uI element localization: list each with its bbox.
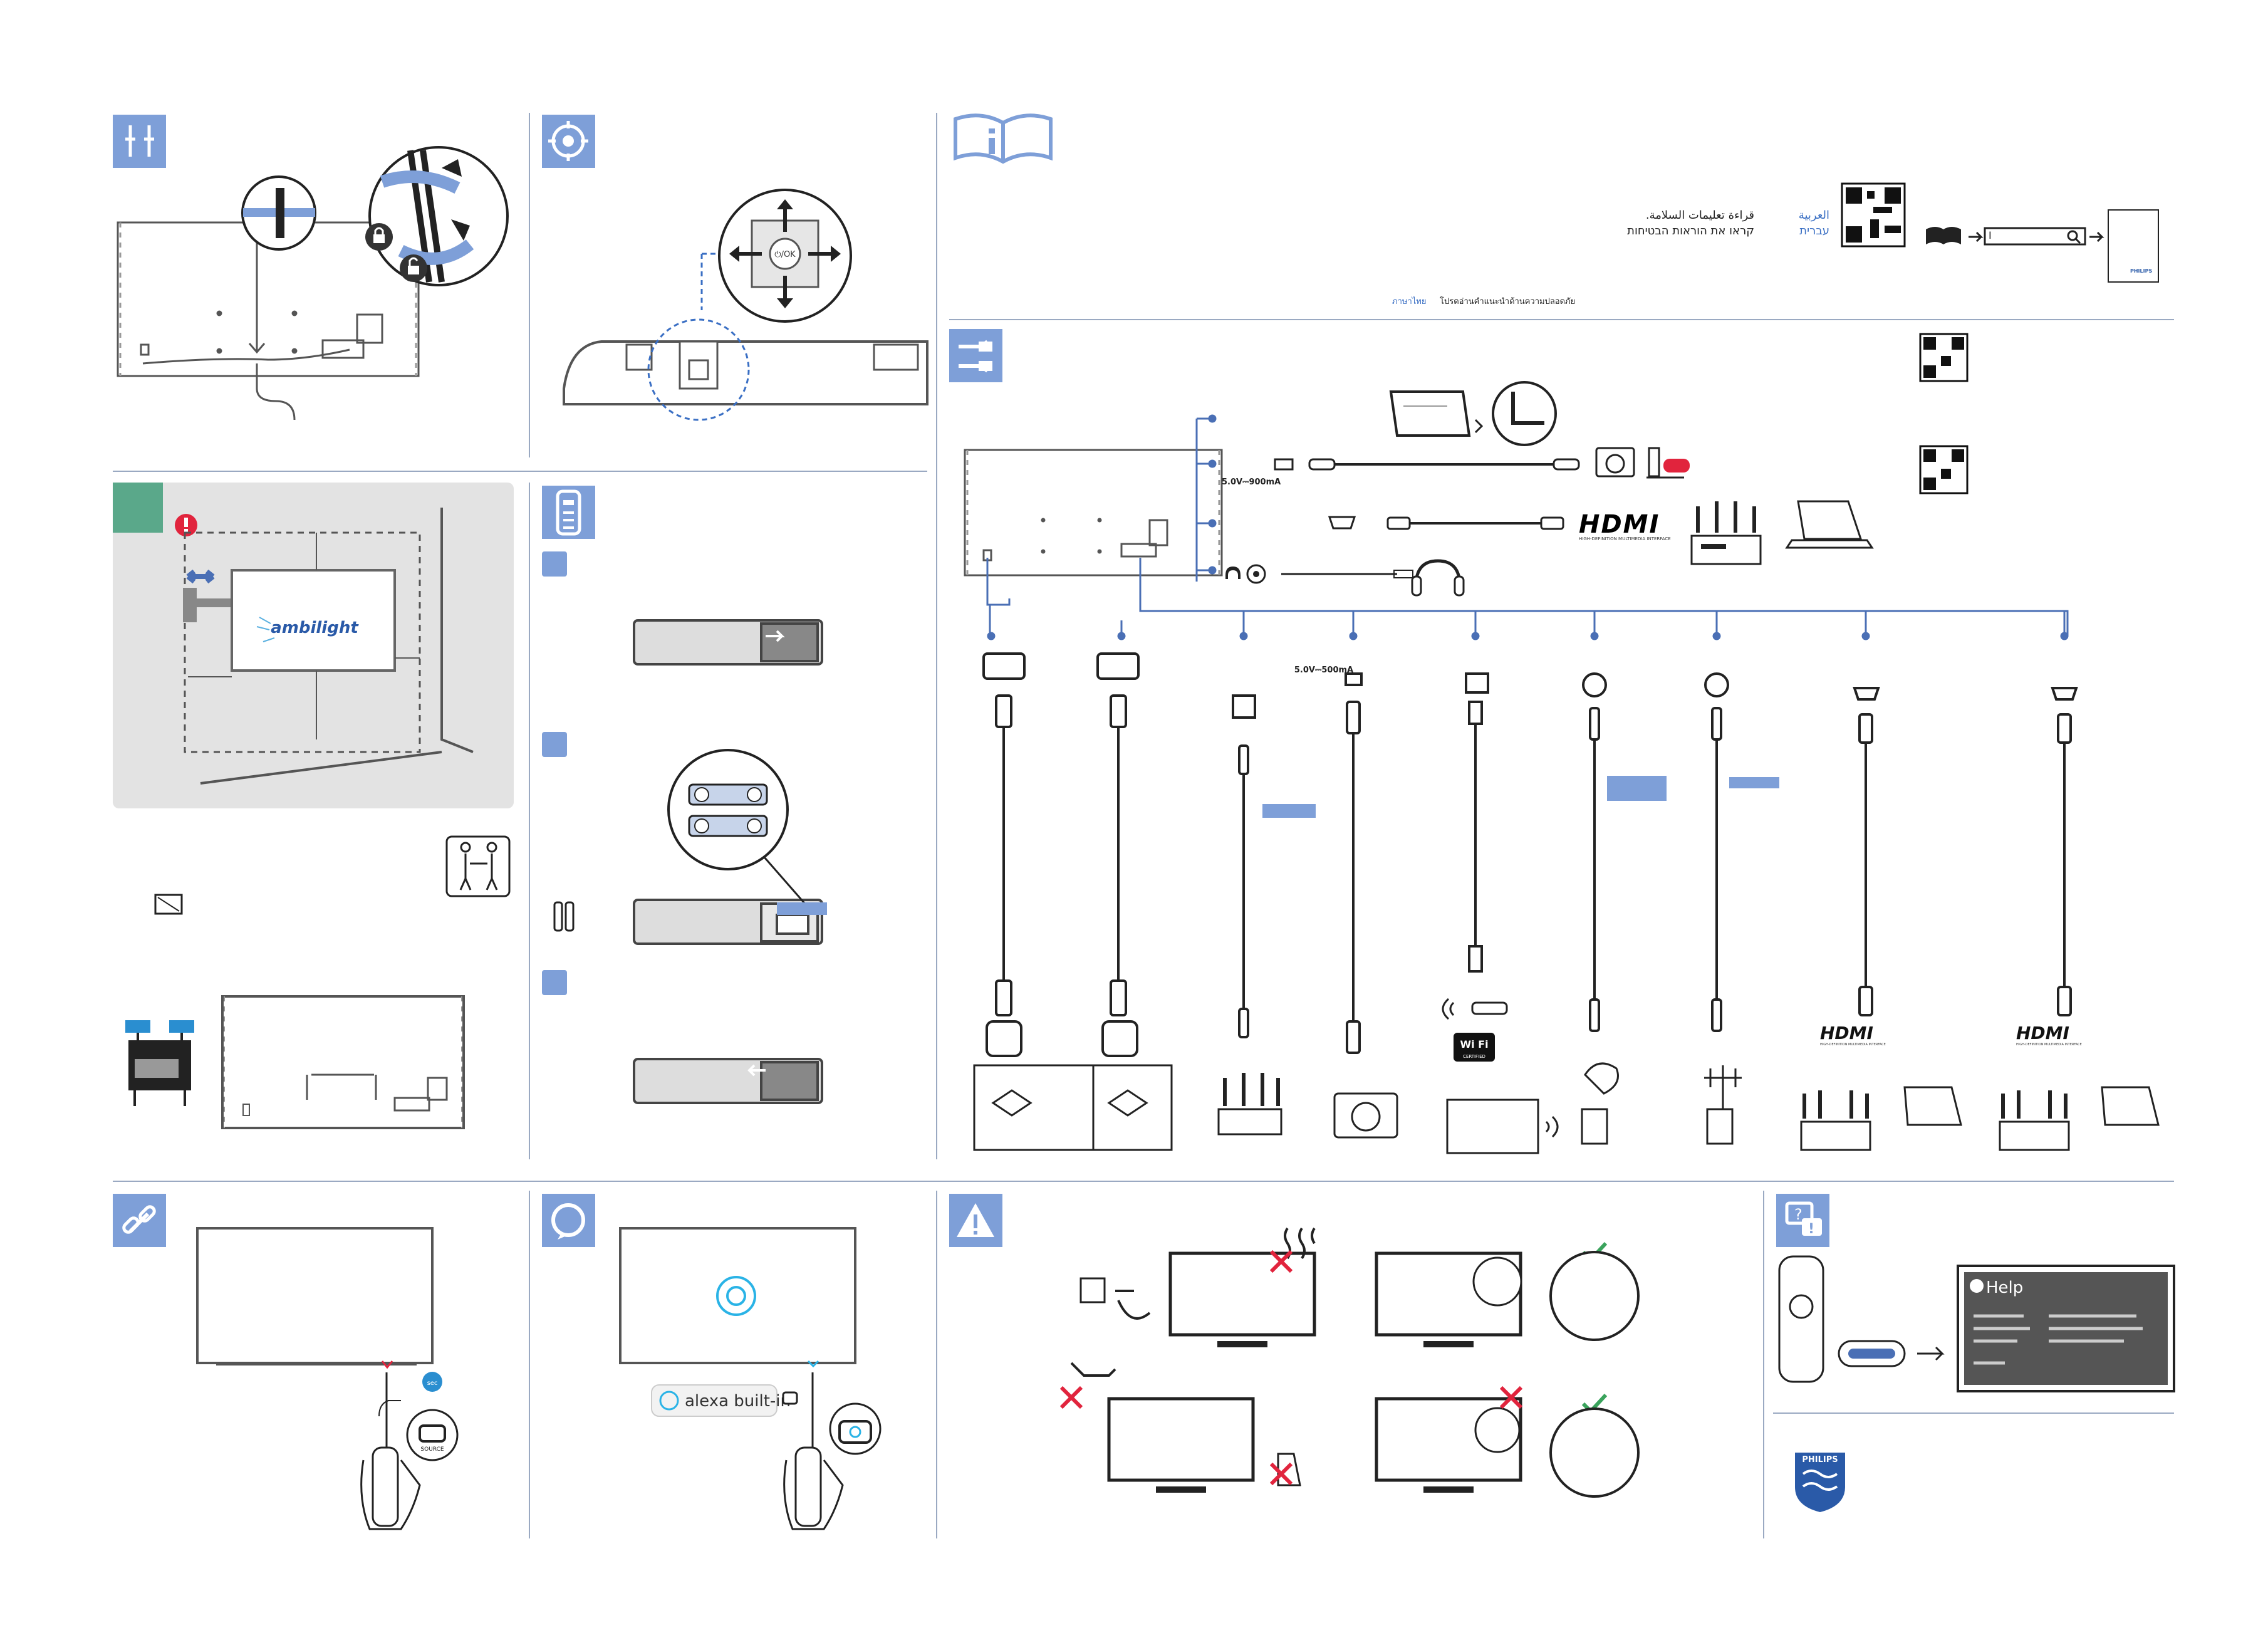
hdmi-logo-2: HDMI: [2016, 1023, 2069, 1043]
headphone-cable: [1225, 559, 1465, 597]
hdmi-tagline-1: HIGH-DEFINITION MULTIMEDIA INTERFACE: [1820, 1043, 1886, 1047]
warning-icon: [949, 1194, 1002, 1247]
wifi-logo: Wi Fi: [1460, 1038, 1488, 1050]
info-book-icon: [954, 113, 1053, 164]
safety-arabic-text: قراءة تعليمات السلامة.: [1645, 209, 1754, 222]
grid-dividers: [113, 113, 2174, 1538]
care-cleaning-diagrams: [1061, 1227, 1640, 1498]
hdmi-logo-top: HDMI: [1579, 510, 1660, 539]
svg-text:!: !: [1808, 1221, 1814, 1237]
lang-thai-link[interactable]: ภาษาไทย: [1392, 297, 1427, 306]
connection-badges: 5.0V⎓500mA 5.0V⎓900mA Wi Fi CERTIFIED HD…: [1222, 478, 2082, 1062]
timer-label: sec: [427, 1380, 438, 1387]
connection-device-row: [973, 998, 2160, 1154]
link-icon: [113, 1194, 166, 1247]
connection-columns: [982, 652, 2078, 1057]
connection-highlight-bars: [1262, 776, 1779, 818]
wifi-certified-label: CERTIFIED: [1463, 1054, 1485, 1059]
usb-top-rating: 5.0V⎓900mA: [1222, 478, 1281, 487]
remote-battery-steps: [542, 551, 827, 1104]
joystick-diagram: ⏻/OK: [563, 189, 929, 421]
hdmi-tagline-top: HIGH-DEFINITION MULTIMEDIA INTERFACE: [1579, 536, 1671, 541]
ambilight-logo: ambilight: [271, 619, 359, 637]
hdmi-top-cable: [1328, 516, 1564, 530]
cable-tie-zoom-large: [365, 146, 509, 286]
safety-lookup-flow: [1926, 209, 2159, 283]
help-icon: ? !: [1776, 1194, 1829, 1247]
cable-tie-icon: [113, 115, 166, 168]
safety-search-input[interactable]: I: [1989, 229, 1992, 241]
joystick-ok-label: ⏻/OK: [774, 250, 796, 259]
ci-slot-diagram: [1389, 381, 1557, 446]
hdmi-logo-1: HDMI: [1820, 1023, 1873, 1043]
connections-icon: [949, 329, 1002, 382]
alexa-badge-text: alexa built-in: [685, 1392, 791, 1411]
alexa-icon: [542, 1194, 595, 1247]
weight-label-icon: [154, 894, 183, 915]
usb-bottom-rating: 5.0V⎓500mA: [1294, 666, 1353, 675]
booklet-brand: PHILIPS: [2130, 268, 2153, 274]
philips-shield-logo: PHILIPS: [1795, 1453, 1845, 1512]
wall-bracket-back-diagram: [125, 995, 465, 1129]
two-people-icon: [445, 835, 511, 897]
remote-control-icon: [542, 486, 595, 539]
help-screen-title: Help: [1986, 1278, 2023, 1297]
hdmi-tagline-2: HIGH-DEFINITION MULTIMEDIA INTERFACE: [2016, 1043, 2082, 1047]
cable-tie-zoom-small: [241, 175, 316, 251]
joystick-icon: [542, 115, 595, 168]
safety-hebrew-text: קראו את הוראות הבטיחות: [1627, 224, 1754, 238]
lang-arabic-link[interactable]: العربية: [1798, 209, 1829, 222]
top-hdmi-devices: HDMI HIGH-DEFINITION MULTIMEDIA INTERFAC…: [1579, 500, 1874, 565]
lang-hebrew-link[interactable]: עברית: [1799, 224, 1829, 238]
side-qr-codes: [1919, 333, 1969, 494]
remote-source-label: SOURCE: [420, 1446, 444, 1453]
link-source-diagram: sec SOURCE: [196, 1227, 459, 1530]
connections-side-lines: [986, 414, 2069, 640]
usb-top-cable: [1274, 447, 1690, 479]
alexa-diagram: alexa built-in: [619, 1227, 882, 1530]
philips-brand-name: PHILIPS: [1802, 1455, 1838, 1465]
help-diagram: Help: [1778, 1255, 2175, 1392]
safety-thai-text: โปรดอ่านคำแนะนำด้านความปลอดภัย: [1440, 297, 1576, 306]
connections-tv-back: [964, 449, 1223, 577]
safety-qr-code: [1841, 182, 1906, 248]
wall-mount-panel: ambilight: [113, 483, 514, 808]
svg-text:?: ?: [1794, 1206, 1802, 1223]
